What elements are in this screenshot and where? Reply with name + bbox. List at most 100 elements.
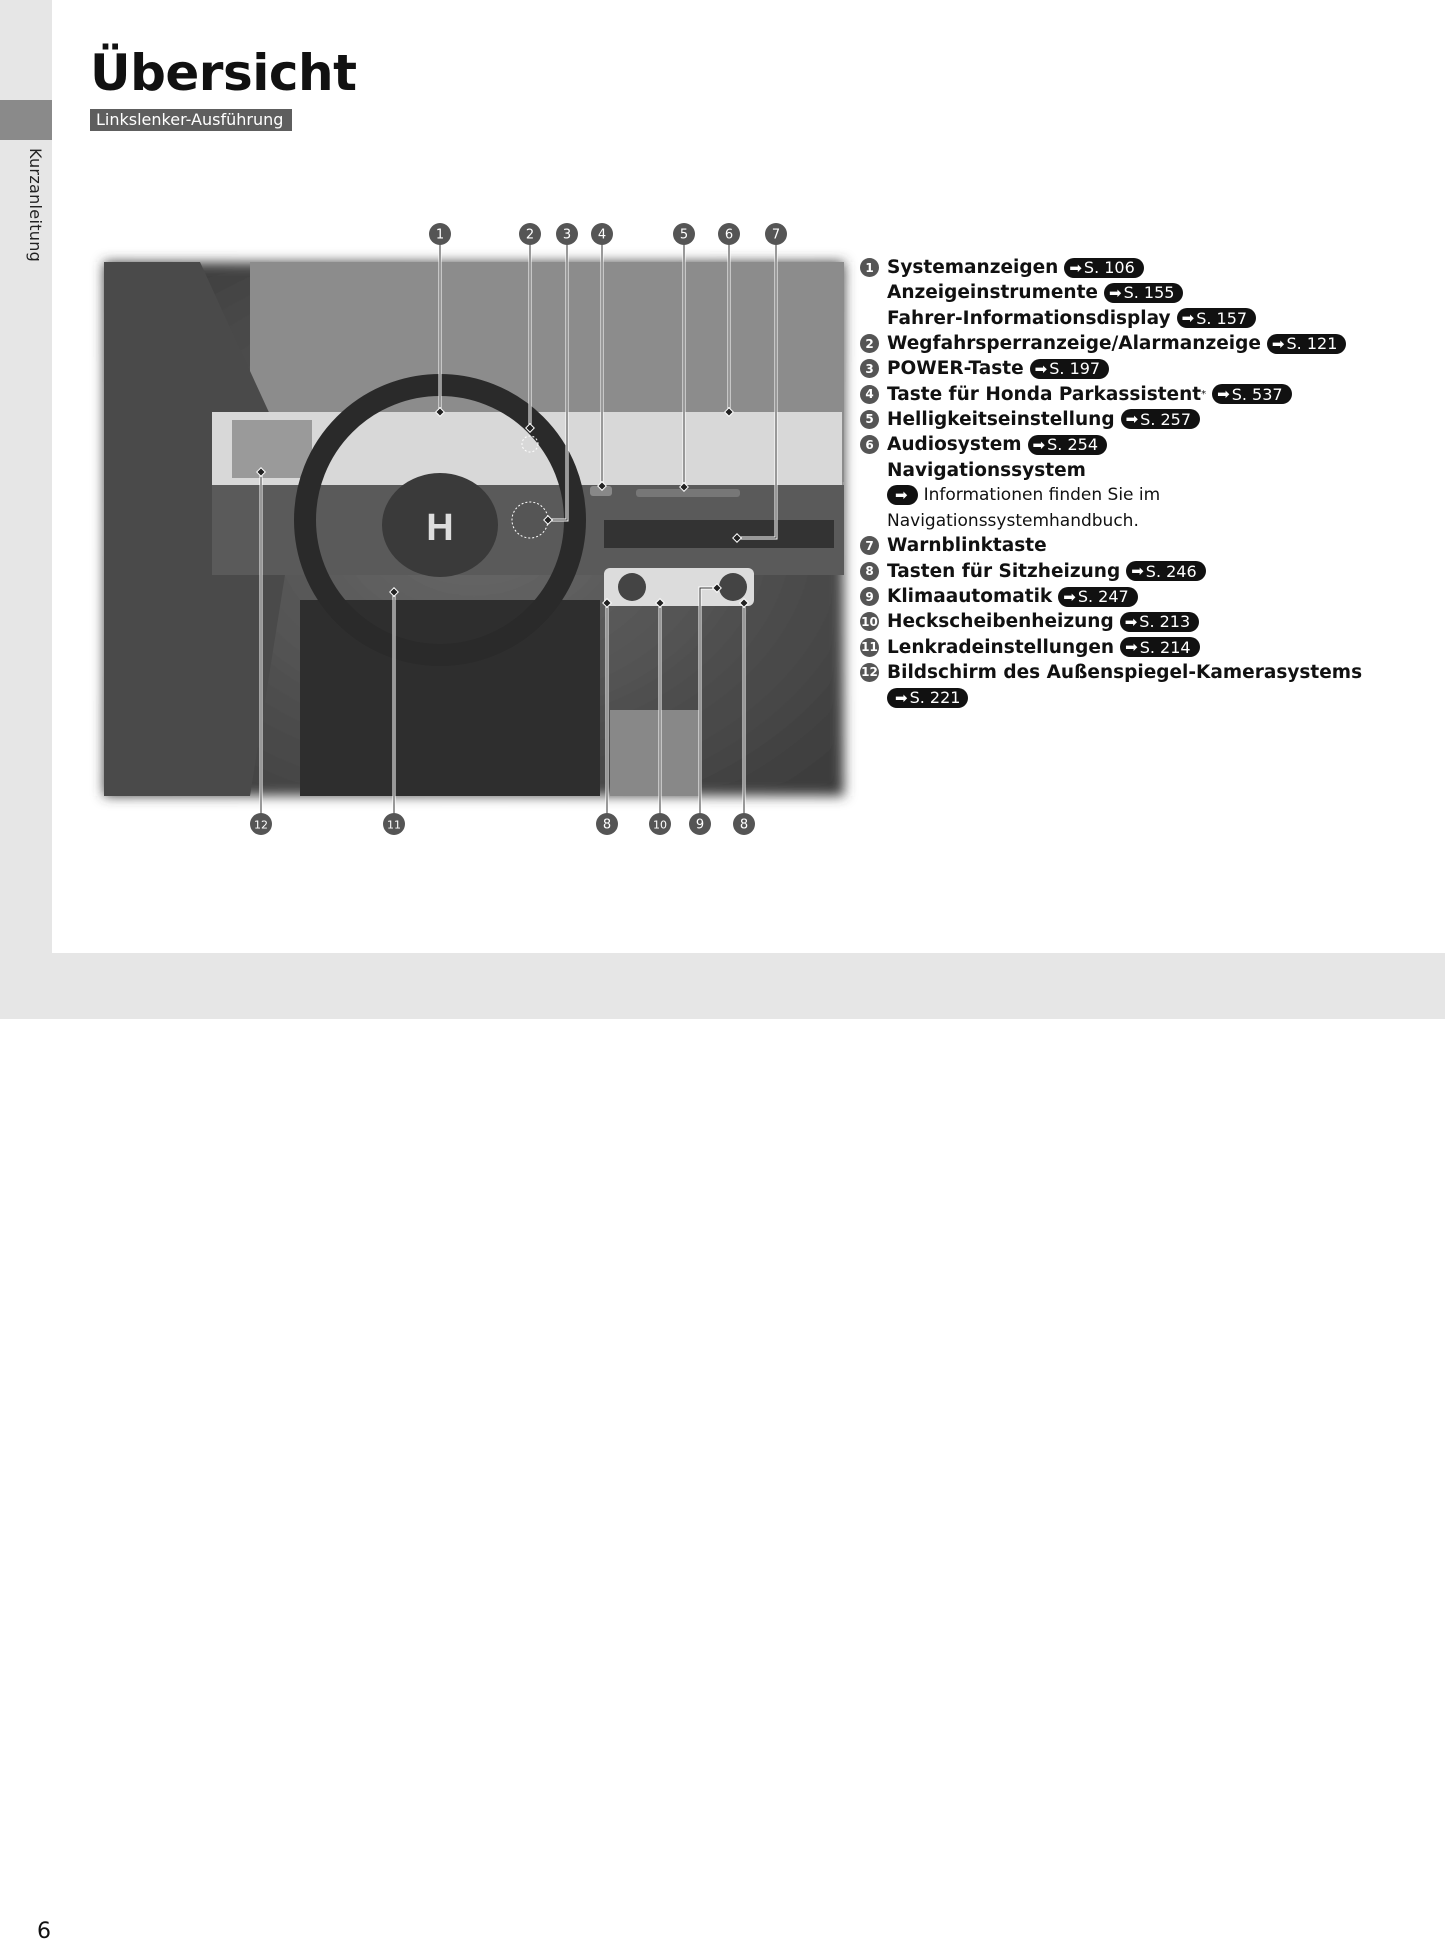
legend-item-line: 9 Klimaautomatik➡S. 247 — [860, 584, 1440, 609]
callout-number: 11 — [387, 819, 401, 832]
item-label: Tasten für Sitzheizung — [887, 560, 1121, 582]
leader-line — [737, 234, 777, 539]
arrow-right-icon: ➡ — [1125, 410, 1139, 429]
leader-endpoint — [543, 515, 553, 525]
callout-number: 5 — [680, 228, 688, 243]
legend-item-line: Navigationssystem — [860, 457, 1440, 482]
svg-text:H: H — [426, 507, 453, 549]
item-number-badge: 6 — [860, 435, 879, 455]
arrow-right-icon: ➡ — [1217, 385, 1230, 404]
arrow-right-icon: ➡ — [1181, 309, 1195, 328]
page-reference-label: S. 213 — [1139, 612, 1191, 632]
page-reference-label: S. 214 — [1139, 637, 1191, 657]
item-label: Helligkeitseinstellung — [887, 408, 1115, 430]
callout-number: 1 — [436, 228, 444, 243]
page-subtitle: Linkslenker-Ausführung — [90, 109, 293, 131]
callout-12: 12 — [250, 813, 272, 835]
page-reference-link[interactable]: ➡S. 254 — [1027, 434, 1107, 455]
page-reference-label: S. 537 — [1231, 384, 1283, 404]
legend-item-line: ➡S. 221 — [860, 685, 1440, 710]
page-reference-label: S. 106 — [1083, 258, 1135, 278]
leader-endpoint — [732, 533, 742, 543]
page-reference-link[interactable]: ➡S. 197 — [1029, 358, 1110, 379]
callout-number: 4 — [598, 228, 606, 243]
callout-number: 8 — [740, 818, 748, 833]
arrow-right-icon: ➡ — [1125, 638, 1138, 657]
page-reference-link[interactable]: ➡S. 213 — [1119, 611, 1200, 632]
legend-item-line: Anzeigeinstrumente➡S. 155 — [860, 280, 1440, 305]
item-number-badge: 12 — [860, 662, 879, 682]
item-number-badge: 5 — [860, 409, 879, 429]
leader-endpoint — [435, 407, 445, 417]
page-reference-link[interactable]: ➡S. 221 — [887, 687, 969, 708]
page-reference-link[interactable]: ➡S. 214 — [1120, 637, 1200, 658]
callout-badge — [591, 223, 613, 245]
page-reference-label: S. 247 — [1077, 587, 1129, 606]
callout-5: 5 — [673, 223, 695, 245]
side-panel: Kurzanleitung — [0, 0, 52, 1019]
callout-number: 9 — [696, 818, 704, 833]
item-number-badge: 4 — [860, 384, 879, 404]
callout-4: 4 — [591, 223, 613, 245]
leader-endpoint — [602, 598, 612, 608]
arrow-right-icon: ➡ — [895, 688, 908, 707]
callout-badge — [765, 223, 787, 245]
item-label: Informationen finden Sie im — [923, 485, 1161, 506]
page-reference-link[interactable]: ➡ — [887, 485, 918, 506]
callout-badge — [429, 223, 451, 245]
page-reference-link[interactable]: ➡S. 106 — [1064, 257, 1144, 278]
callout-badge — [250, 813, 272, 835]
page-reference-link[interactable]: ➡S. 257 — [1120, 409, 1201, 430]
callout-badge — [733, 813, 755, 835]
section-tab[interactable] — [0, 100, 52, 140]
page-reference-label: S. 155 — [1123, 283, 1175, 303]
page-reference-link[interactable]: ➡S. 246 — [1126, 561, 1206, 582]
page-reference-link[interactable]: ➡S. 247 — [1058, 586, 1138, 607]
callout-3: 3 — [556, 223, 578, 245]
arrow-right-icon: ➡ — [1108, 283, 1122, 302]
page-reference-label: S. 254 — [1047, 435, 1098, 455]
item-label: Navigationssystemhandbuch. — [887, 510, 1139, 531]
legend-item-line: Fahrer-Informationsdisplay➡S. 157 — [860, 306, 1440, 331]
item-label: Warnblinktaste — [887, 535, 1047, 557]
item-number-badge: 9 — [860, 587, 879, 606]
page-title: Übersicht — [90, 44, 357, 102]
callout-number: 8 — [603, 818, 611, 833]
section-label: Kurzanleitung — [26, 148, 45, 263]
footnote-marker: * — [1201, 388, 1207, 400]
page-reference-link[interactable]: ➡S. 537 — [1212, 384, 1292, 405]
page-reference-link[interactable]: ➡S. 121 — [1266, 333, 1347, 354]
callout-8: 8 — [596, 813, 618, 835]
callout-7: 7 — [765, 223, 787, 245]
leader-endpoint — [525, 423, 535, 433]
page-reference-link[interactable]: ➡S. 155 — [1103, 282, 1184, 303]
arrow-right-icon: ➡ — [895, 486, 908, 505]
page-reference-link[interactable]: ➡S. 157 — [1176, 308, 1257, 329]
item-label: Anzeigeinstrumente — [887, 282, 1098, 304]
item-number-badge: 3 — [860, 359, 879, 379]
page-number: 6 — [37, 1919, 51, 1944]
leader-endpoint — [389, 587, 399, 597]
callout-number: 2 — [526, 228, 534, 243]
callout-8: 8 — [733, 813, 755, 835]
arrow-right-icon: ➡ — [1271, 334, 1285, 353]
arrow-right-icon: ➡ — [1032, 435, 1046, 454]
item-number-badge: 11 — [860, 637, 879, 657]
callout-badge — [718, 223, 740, 245]
leader-endpoint — [256, 467, 266, 477]
item-number-badge: 10 — [860, 612, 879, 632]
leader-endpoint — [712, 583, 722, 593]
callout-badge — [596, 813, 618, 835]
item-label: Klimaautomatik — [887, 586, 1053, 607]
page-reference-label: S. 197 — [1049, 359, 1101, 379]
indent — [860, 486, 879, 505]
legend-item-line: ➡ Informationen finden Sie im — [860, 483, 1440, 508]
